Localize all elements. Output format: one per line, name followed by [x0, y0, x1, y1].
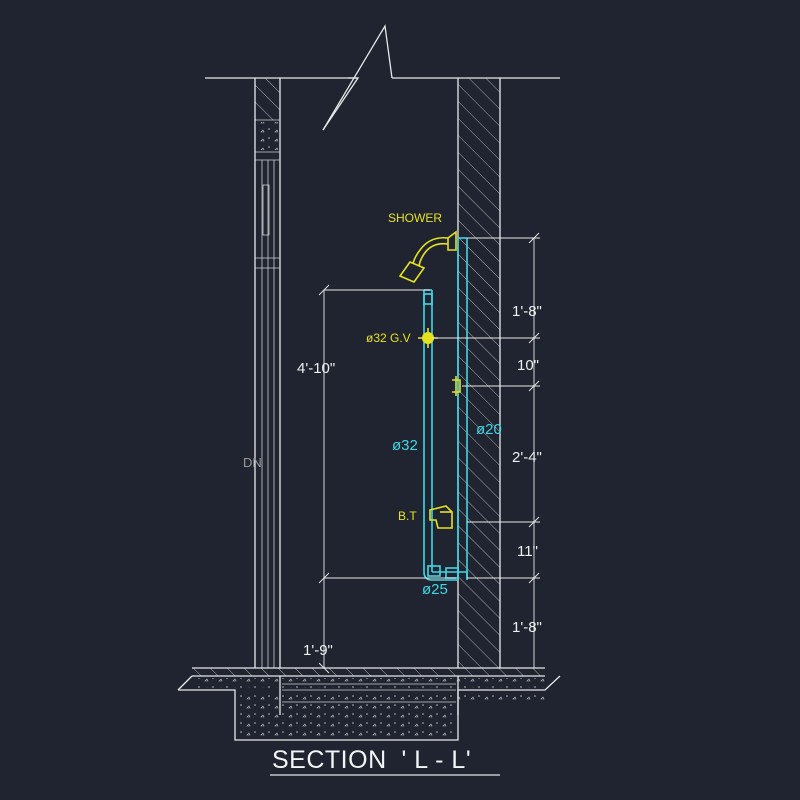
- pipe-20-label: ø20: [476, 421, 502, 438]
- door-mark-label: DN: [243, 455, 262, 470]
- shower-head-icon: [398, 261, 426, 283]
- dim-right-2: 10": [517, 357, 539, 374]
- left-dimension: 4'-10" 1'-9": [297, 284, 456, 674]
- floor-slab: [177, 667, 561, 741]
- right-wall: [457, 78, 501, 668]
- shower-fixture: SHOWER: [388, 211, 457, 283]
- dim-left-bottom: 1'-9": [303, 642, 333, 659]
- bib-tap-icon: [429, 505, 453, 529]
- dim-right-1: 1'-8": [512, 303, 542, 320]
- bib-tap-fixture: B.T: [398, 505, 453, 529]
- shower-label: SHOWER: [388, 211, 442, 225]
- gate-valve-label: ø32 G.V: [366, 331, 411, 345]
- section-title-text: SECTION ' L - L': [272, 746, 471, 774]
- right-dimension-chain: 1'-8" 10" 2'-4" 11" 1'-8": [432, 232, 542, 668]
- dim-right-5: 1'-8": [512, 619, 542, 636]
- left-partition-wall: DN: [243, 78, 281, 668]
- pipe-32-label: ø32: [392, 437, 418, 454]
- dim-right-4: 11": [517, 543, 538, 560]
- pipe-25-label: ø25: [422, 581, 448, 598]
- gate-valve-fixture: ø32 G.V: [366, 328, 438, 348]
- dim-left-height: 4'-10": [297, 360, 335, 377]
- dim-right-3: 2'-4": [512, 449, 542, 466]
- bib-tap-label: B.T: [398, 509, 417, 523]
- section-title: SECTION ' L - L': [270, 746, 500, 776]
- mixer-fixture: [452, 376, 461, 396]
